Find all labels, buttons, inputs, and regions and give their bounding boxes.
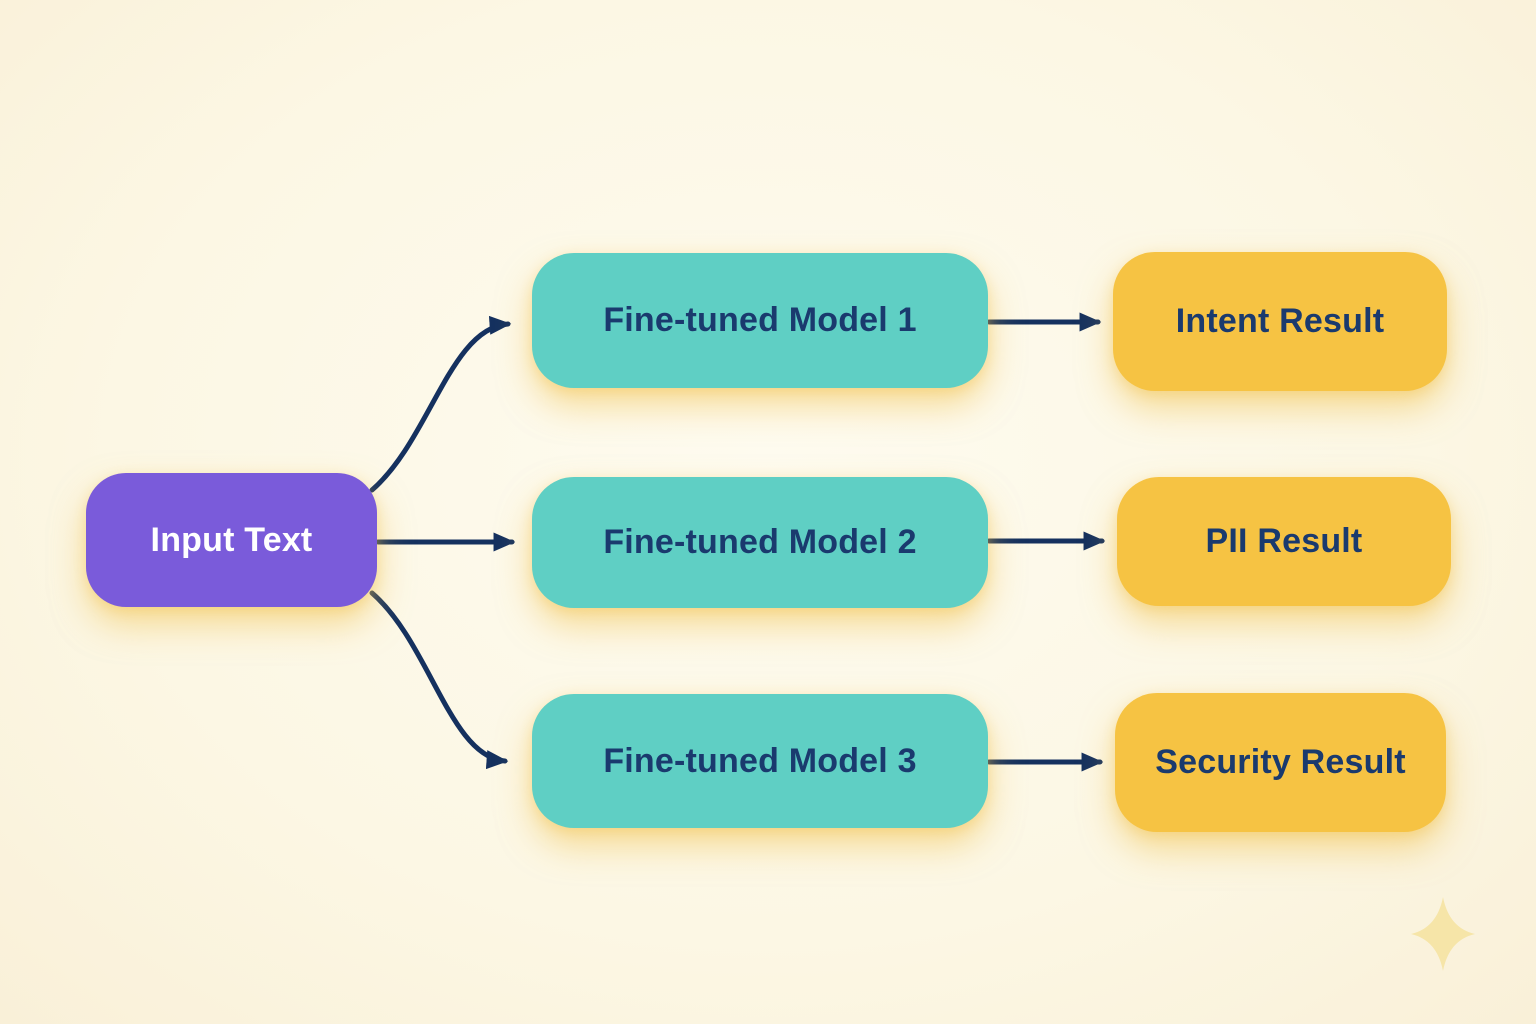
edge-input-to-model1 [369, 315, 512, 493]
node-input-text: Input Text [86, 473, 377, 607]
node-fine-tuned-model-2-label: Fine-tuned Model 2 [603, 523, 917, 561]
node-security-result: Security Result [1115, 693, 1446, 832]
node-intent-result-label: Intent Result [1175, 302, 1385, 340]
node-fine-tuned-model-2: Fine-tuned Model 2 [532, 477, 988, 608]
node-pii-result-label: PII Result [1205, 522, 1363, 560]
node-input-text-label: Input Text [150, 520, 313, 559]
node-security-result-label: Security Result [1155, 743, 1406, 781]
node-fine-tuned-model-3: Fine-tuned Model 3 [532, 694, 988, 828]
node-intent-result: Intent Result [1113, 252, 1447, 391]
node-fine-tuned-model-3-label: Fine-tuned Model 3 [603, 741, 917, 780]
node-pii-result: PII Result [1117, 477, 1451, 606]
node-fine-tuned-model-1: Fine-tuned Model 1 [532, 253, 988, 388]
node-fine-tuned-model-1-label: Fine-tuned Model 1 [603, 301, 917, 339]
edge-input-to-model3 [369, 590, 509, 770]
